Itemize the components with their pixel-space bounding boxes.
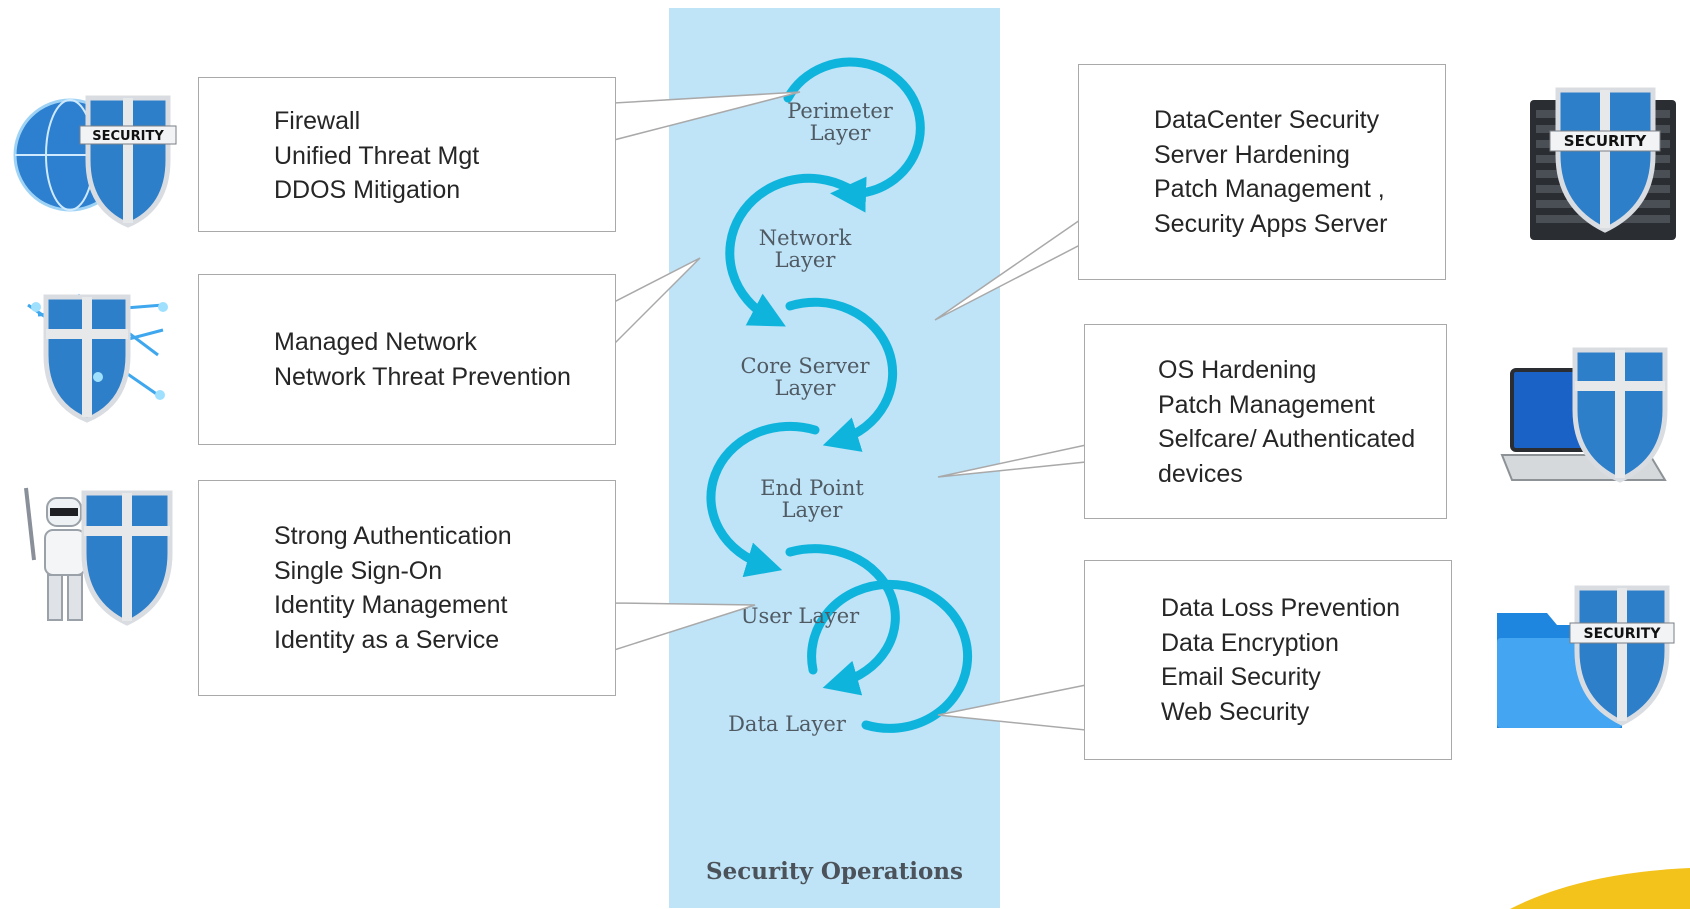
callout-line: Email Security — [1161, 663, 1321, 691]
layer-label-core-server: Core Server Layer — [740, 354, 870, 400]
end-point-layer-arrow — [706, 421, 820, 578]
callout-line: Data Encryption — [1161, 628, 1339, 657]
callout-line: Managed Network — [274, 328, 477, 356]
callout-line: Firewall — [274, 107, 361, 135]
layer-label-data: Data Layer — [728, 712, 846, 736]
callout-data: Data Loss Prevention Data Encryption Ema… — [1084, 560, 1452, 760]
layer-label-user: User Layer — [740, 604, 860, 628]
corner-swoosh-icon — [1510, 868, 1690, 909]
callout-line: Selfcare/ Authenticated — [1158, 425, 1416, 453]
callout-line: Data Loss Prevention — [1161, 594, 1401, 622]
callout-network-text: Managed Network Network Threat Preventio… — [274, 325, 571, 394]
callout-user: Strong Authentication Single Sign-On Ide… — [198, 480, 616, 696]
server-shield-icon: SECURITY — [1530, 87, 1676, 240]
layer-label-network: Network Layer — [758, 226, 852, 272]
robot-shield-icon — [24, 487, 173, 626]
callout-perimeter: Firewall Unified Threat Mgt DDOS Mitigat… — [198, 77, 616, 232]
perimeter-layer-arrow — [783, 57, 925, 213]
callout-line: Security Apps Server — [1154, 209, 1388, 238]
layer-label-perimeter: Perimeter Layer — [787, 99, 893, 145]
callout-line: Identity Management — [274, 591, 508, 619]
callout-perimeter-text: Firewall Unified Threat Mgt DDOS Mitigat… — [274, 104, 479, 208]
callout-core-server: DataCenter Security Server Hardening Pat… — [1078, 64, 1446, 280]
laptop-shield-icon — [1500, 347, 1668, 483]
callout-data-text: Data Loss Prevention Data Encryption Ema… — [1161, 591, 1400, 729]
callout-line: devices — [1158, 459, 1243, 488]
layer-label-end-point: End Point Layer — [760, 476, 864, 522]
security-operations-title: Security Operations — [706, 858, 963, 885]
callout-line: Strong Authentication — [274, 522, 512, 550]
callout-network: Managed Network Network Threat Preventio… — [198, 274, 616, 445]
network-shield-icon — [27, 293, 168, 423]
callout-line: Patch Management — [1158, 390, 1375, 419]
core-server-layer-arrow — [785, 297, 898, 452]
network-layer-arrow — [725, 173, 853, 327]
callout-line: Unified Threat Mgt — [274, 141, 480, 170]
callout-end-point: OS Hardening Patch Management Selfcare/ … — [1084, 324, 1447, 519]
svg-text:SECURITY: SECURITY — [1584, 626, 1662, 642]
callout-line: Network Threat Prevention — [274, 362, 571, 391]
callout-core-server-text: DataCenter Security Server Hardening Pat… — [1154, 103, 1387, 241]
globe-shield-icon: SECURITY — [13, 95, 177, 228]
callout-line: Single Sign-On — [274, 556, 443, 585]
callout-line: Identity as a Service — [274, 625, 500, 654]
svg-text:SECURITY: SECURITY — [92, 129, 164, 144]
callout-line: Server Hardening — [1154, 140, 1350, 169]
svg-text:SECURITY: SECURITY — [1564, 132, 1648, 150]
callout-line: DataCenter Security — [1154, 106, 1380, 134]
folder-shield-icon: SECURITY — [1497, 585, 1675, 728]
callout-line: Web Security — [1161, 697, 1310, 726]
data-layer-loop — [807, 579, 973, 733]
callout-line: DDOS Mitigation — [274, 176, 461, 204]
user-layer-arrow — [785, 544, 900, 696]
callout-end-point-text: OS Hardening Patch Management Selfcare/ … — [1158, 353, 1415, 491]
callout-line: OS Hardening — [1158, 356, 1317, 384]
callout-user-text: Strong Authentication Single Sign-On Ide… — [274, 519, 512, 657]
callout-line: Patch Management , — [1154, 175, 1385, 203]
